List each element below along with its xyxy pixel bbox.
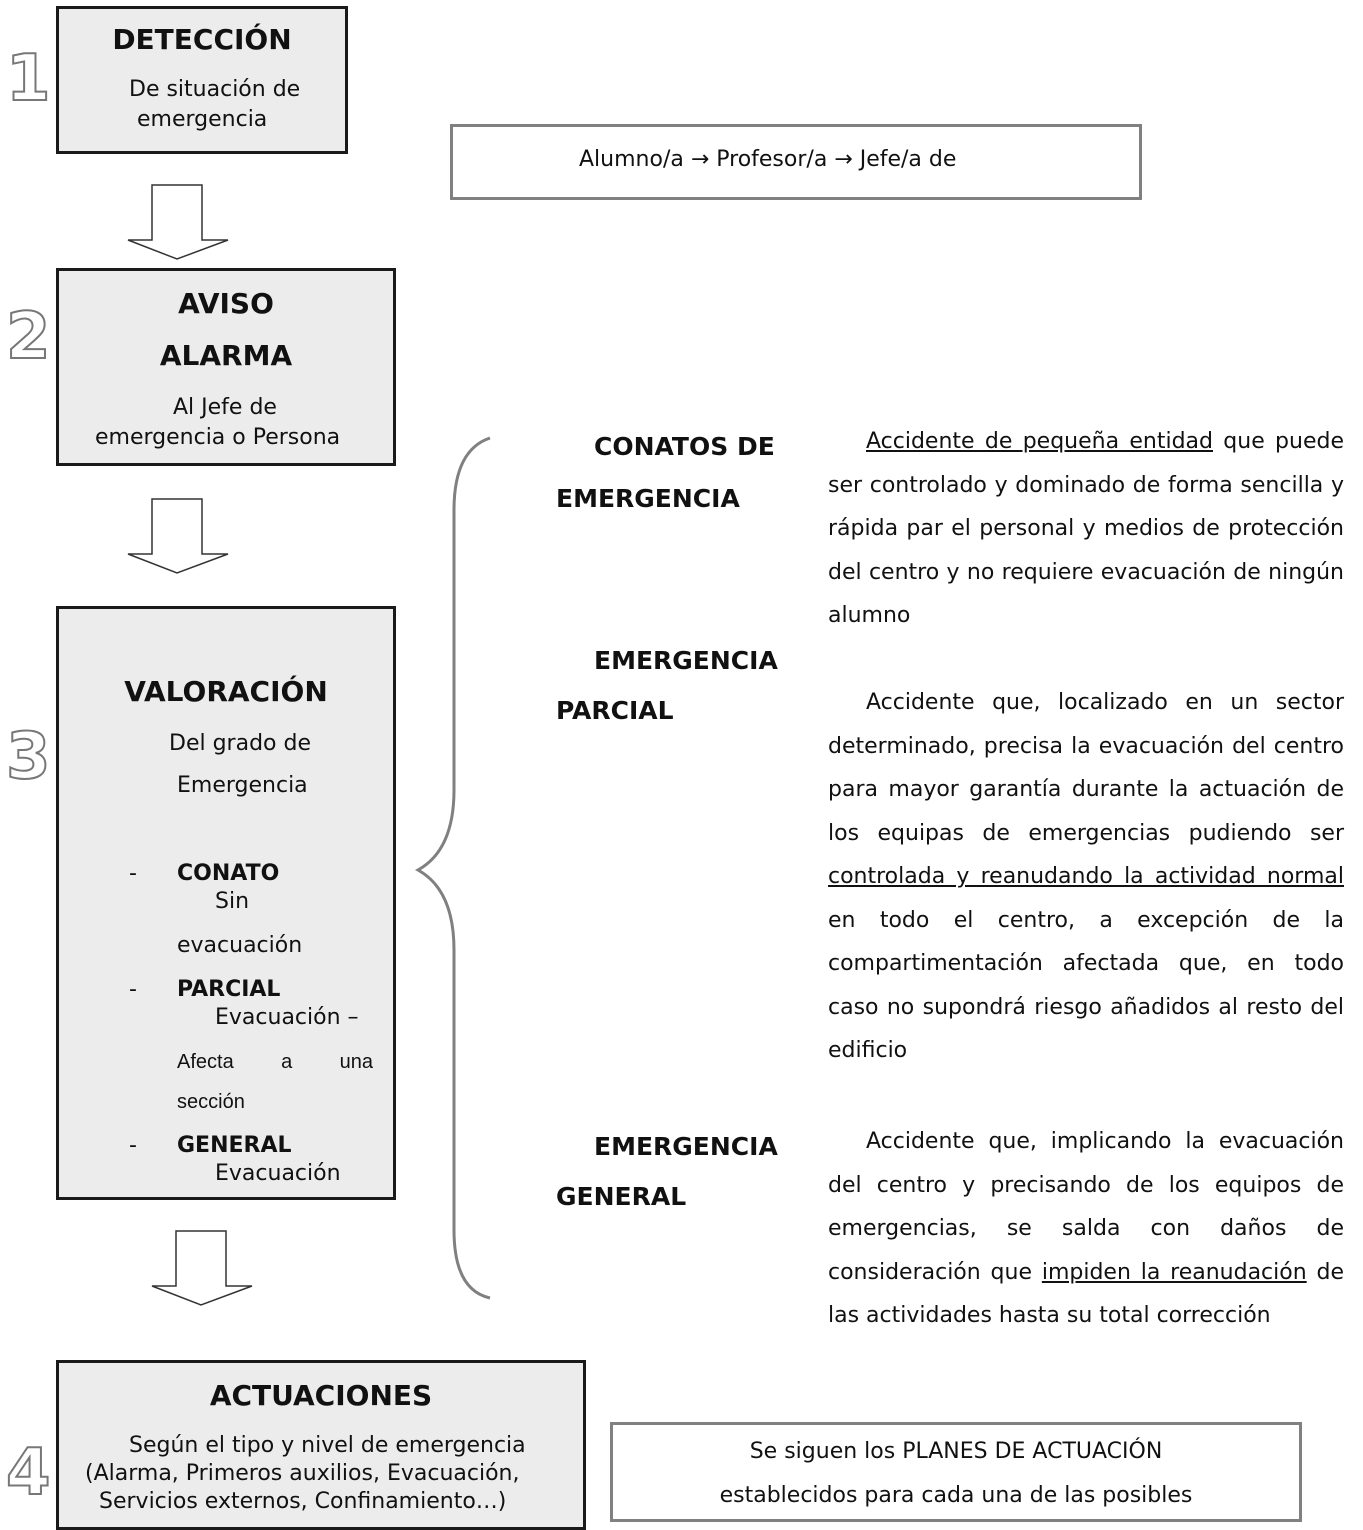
actions-line-3: Servicios externos, Confinamiento…): [99, 1489, 507, 1514]
item-dash-parcial: -: [129, 977, 137, 1002]
grouping-brace: [414, 436, 491, 1300]
level-label-general-1: EMERGENCIA: [594, 1132, 778, 1161]
step-number-2: 2: [5, 299, 51, 375]
item-sub-parcial-1: Evacuación –: [215, 1005, 359, 1030]
actions-line-1: Según el tipo y nivel de emergencia: [129, 1433, 526, 1458]
step-number-1: 1: [5, 41, 51, 117]
level-desc-conato: Accidente de pequeña entidad que puede s…: [828, 420, 1344, 638]
level-desc-parcial-underlined: controlada y reanudando la actividad nor…: [828, 864, 1344, 889]
down-arrow-2: [127, 498, 229, 574]
item-sub-general-1: Evacuación: [215, 1161, 341, 1186]
alarm-title-aviso: AVISO: [178, 287, 274, 320]
alarm-box: AVISO ALARMA Al Jefe de emergencia o Per…: [56, 268, 396, 466]
level-desc-general: Accidente que, implicando la evacuación …: [828, 1120, 1344, 1338]
item-sub-conato-2: evacuación: [177, 933, 303, 958]
reporting-chain-box: Alumno/a → Profesor/a → Jefe/a de: [450, 124, 1142, 200]
item-head-parcial: PARCIAL: [177, 977, 281, 1002]
item-dash-general: -: [129, 1133, 137, 1158]
reporting-chain-text: Alumno/a → Profesor/a → Jefe/a de: [579, 147, 957, 172]
action-plans-line-2: establecidos para cada una de las posibl…: [719, 1483, 1193, 1508]
actions-box: ACTUACIONES Según el tipo y nivel de eme…: [56, 1360, 586, 1530]
detection-title: DETECCIÓN: [112, 23, 292, 56]
step-number-4: 4: [5, 1435, 51, 1511]
level-desc-parcial-after: en todo el centro, a excepción de la com…: [828, 907, 1344, 1064]
level-desc-general-before: Accidente que, implicando la evacuación …: [828, 1129, 1344, 1285]
assessment-box: VALORACIÓN Del grado de Emergencia - CON…: [56, 606, 396, 1200]
assessment-title: VALORACIÓN: [124, 675, 328, 708]
step-number-3: 3: [5, 719, 51, 795]
alarm-line-2: emergencia o Persona: [95, 425, 341, 450]
detection-line-2: emergencia: [137, 107, 268, 132]
actions-title: ACTUACIONES: [209, 1379, 433, 1412]
actions-line-2: (Alarma, Primeros auxilios, Evacuación,: [85, 1461, 520, 1486]
item-sub-parcial-3: sección: [177, 1091, 245, 1113]
item-sub-conato-1: Sin: [215, 889, 250, 914]
level-label-conato-2: EMERGENCIA: [556, 484, 740, 513]
level-desc-conato-rest: que puede ser controlado y dominado de f…: [828, 429, 1345, 628]
action-plans-line-1: Se siguen los PLANES DE ACTUACIÓN: [749, 1439, 1163, 1464]
level-desc-parcial: Accidente que, localizado en un sector d…: [828, 681, 1344, 1073]
level-label-parcial-1: EMERGENCIA: [594, 646, 778, 675]
level-desc-conato-underlined: Accidente de pequeña entidad: [866, 429, 1213, 454]
level-desc-parcial-before: Accidente que, localizado en un sector d…: [828, 690, 1344, 846]
item-head-general: GENERAL: [177, 1133, 292, 1158]
assessment-line-1: Del grado de: [169, 731, 311, 756]
down-arrow-3: [151, 1230, 253, 1306]
action-plans-box: Se siguen los PLANES DE ACTUACIÓN establ…: [610, 1422, 1302, 1522]
item-head-conato: CONATO: [177, 861, 280, 886]
level-desc-general-after: de las actividades hasta su total correc…: [828, 1259, 1345, 1329]
level-label-general-2: GENERAL: [556, 1182, 687, 1211]
down-arrow-1: [127, 184, 229, 260]
alarm-title-alarma: ALARMA: [159, 339, 293, 372]
item-dash-conato: -: [129, 861, 137, 886]
level-desc-general-underlined: impiden la reanudación: [1041, 1259, 1307, 1285]
detection-box: DETECCIÓN De situación de emergencia: [56, 6, 348, 154]
detection-line-1: De situación de: [129, 77, 301, 102]
level-label-parcial-2: PARCIAL: [556, 696, 674, 725]
alarm-line-1: Al Jefe de: [173, 395, 277, 420]
item-sub-parcial-2: Afecta a una: [177, 1051, 373, 1073]
level-label-conato-1: CONATOS DE: [594, 432, 775, 461]
assessment-line-2: Emergencia: [177, 773, 308, 798]
